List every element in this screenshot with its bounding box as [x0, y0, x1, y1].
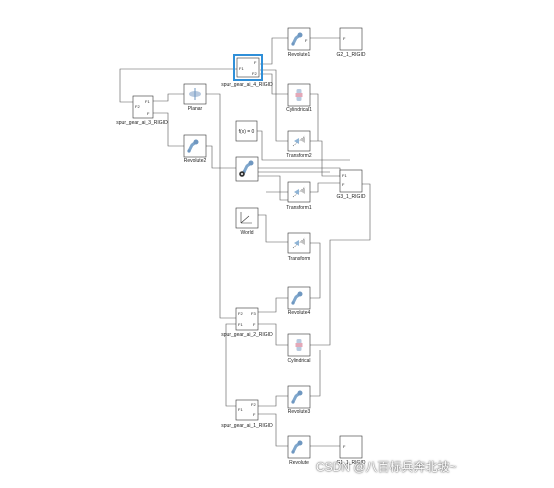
port-label: F2: [252, 71, 257, 76]
block-label: Cylindrical: [287, 358, 310, 364]
port-label: F: [343, 444, 346, 449]
port-label: F: [342, 182, 345, 187]
revolute1-block[interactable]: F Revolute1: [287, 27, 311, 58]
port-label: F: [305, 38, 308, 43]
revolute3-block[interactable]: Revolute3: [287, 385, 311, 415]
block-label: Revolute1: [288, 52, 311, 58]
block-label: Revolute3: [288, 409, 311, 415]
port-label: F3: [251, 311, 256, 316]
cylindrical-block[interactable]: Cylindrical: [287, 333, 311, 364]
block-label: spur_gear_ai_2_RIGID: [221, 332, 273, 338]
port-label: F1: [145, 99, 150, 104]
g3-rigid-block[interactable]: F1 F G3_1_RIGID: [337, 169, 366, 200]
block-label: G3_1_RIGID: [337, 194, 366, 200]
transform2-block[interactable]: Transform2: [286, 130, 312, 159]
spur-gear-1-block[interactable]: F2 F1 F spur_gear_ai_1_RIGID: [221, 399, 273, 429]
revolute-block[interactable]: Revolute: [287, 435, 311, 466]
block-label: G1_1_RIGID: [337, 460, 366, 466]
cylindrical1-block[interactable]: Cylindrical1: [286, 83, 312, 113]
spur-gear-2-block[interactable]: F2 F3 F1 F spur_gear_ai_2_RIGID: [221, 307, 273, 338]
port-label: F: [253, 322, 256, 327]
block-label: spur_gear_ai_3_RIGID: [116, 120, 168, 126]
block-label: World: [241, 230, 254, 236]
g2-rigid-block[interactable]: F G2_1_RIGID: [337, 27, 366, 58]
port-label: F2: [238, 311, 243, 316]
port-label: F: [343, 36, 346, 41]
port-label: F2: [135, 104, 140, 109]
block-label: Cylindrical1: [286, 107, 312, 113]
block-label: Planar: [188, 106, 203, 112]
port-label: F1: [238, 407, 243, 412]
block-label: spur_gear_ai_1_RIGID: [221, 423, 273, 429]
g1-rigid-block[interactable]: F G1_1_RIGID: [337, 435, 366, 466]
block-label: Transform: [288, 256, 311, 262]
axes-icon: [240, 212, 252, 224]
revolute2-block[interactable]: Revolute2: [183, 134, 207, 164]
block-label: Transform2: [286, 153, 312, 159]
revolute4-block[interactable]: Revolute4: [287, 286, 311, 316]
port-label: F2: [251, 402, 256, 407]
port-label: F1: [238, 322, 243, 327]
world-block[interactable]: World: [235, 207, 259, 236]
block-label: f(x) = 0: [239, 129, 255, 135]
block-label: spur_gear_ai_4_RIGID: [221, 82, 273, 88]
port-label: F: [253, 412, 256, 417]
watermark: CSDN @八百标兵奔北坡~: [316, 460, 457, 474]
spur-gear-3-block[interactable]: F1 F2 F spur_gear_ai_3_RIGID: [116, 95, 168, 126]
connection-lines: [119, 37, 371, 447]
block-label: Revolute4: [288, 310, 311, 316]
transform1-block[interactable]: Transform1: [286, 181, 312, 211]
port-label: F1: [342, 173, 347, 178]
planar-block[interactable]: Planar: [183, 83, 207, 112]
block-label: Revolute: [289, 460, 309, 466]
block-label: G2_1_RIGID: [337, 52, 366, 58]
port-label: F: [254, 60, 257, 65]
mechanism-config-block[interactable]: [235, 156, 259, 182]
port-label: F: [147, 111, 150, 116]
solver-config-block[interactable]: f(x) = 0: [235, 120, 258, 142]
block-label: Revolute2: [184, 158, 207, 164]
port-label: F1: [239, 66, 244, 71]
block-label: Transform1: [286, 205, 312, 211]
transform-block[interactable]: Transform: [288, 232, 311, 262]
spur-gear-4-block[interactable]: F1 F F2 spur_gear_ai_4_RIGID: [221, 54, 273, 88]
